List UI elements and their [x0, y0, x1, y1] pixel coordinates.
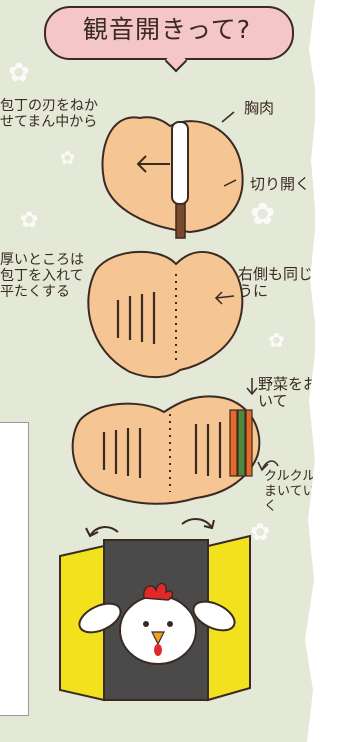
step1-instruction: 包丁の刃をねかせてまん中から	[0, 98, 98, 131]
label-cut-open: 切り開く	[250, 175, 311, 193]
chicken-icon	[78, 582, 236, 665]
left-arrow-icon	[136, 155, 170, 173]
open-arrow-icon	[85, 518, 215, 538]
flower-icon: ✿	[268, 328, 285, 352]
flower-icon: ✿	[60, 148, 76, 169]
flower-icon: ✿	[20, 208, 39, 233]
cut-lines	[116, 292, 156, 344]
overlay-frame	[0, 422, 29, 716]
vegetables	[229, 409, 253, 477]
chicken-breast-shape-2	[87, 250, 244, 378]
down-arrow-icon	[246, 378, 258, 396]
page-title: 観音開きって?	[82, 15, 252, 44]
flower-icon: ✿	[250, 197, 276, 232]
label-place-vegetables: 野菜をおいて	[258, 375, 319, 411]
label-roll-up: クルクルまいていく	[264, 469, 316, 514]
left-arrow-icon	[214, 291, 235, 305]
label-chicken-breast: 胸肉	[244, 99, 275, 117]
flower-icon: ✿	[8, 58, 30, 88]
flower-icon: ✿	[250, 518, 271, 546]
chicken-breast-shape-3	[71, 395, 261, 505]
curl-arrow-icon	[257, 460, 279, 472]
pointer-arrow-icon	[221, 111, 237, 187]
step2-instruction: 厚いところは包丁を入れて平たくする	[0, 252, 84, 301]
knife-icon	[171, 121, 189, 239]
cut-lines	[102, 422, 222, 478]
label-same-right-side: 右側も同じように	[238, 265, 329, 301]
